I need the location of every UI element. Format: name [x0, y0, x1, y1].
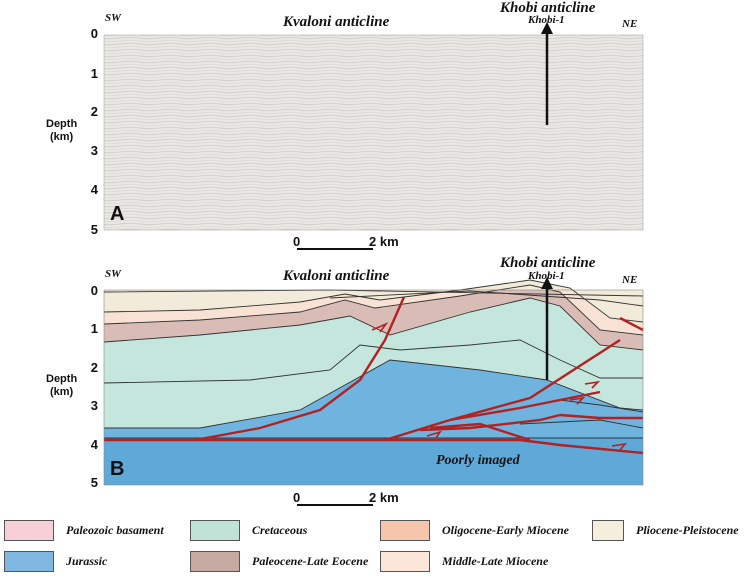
legend-label: Oligocene-Early Miocene [442, 523, 569, 537]
scale-end-b: 2 km [369, 490, 399, 505]
depth-tick-a: 0 [90, 26, 98, 41]
fault-ne-thrust [619, 316, 644, 332]
anticline-label-khobi-b: Khobi anticline [500, 255, 596, 271]
legend-label: Cretaceous [252, 523, 308, 537]
legend-item: Jurassic [4, 551, 107, 572]
panel-letter-a: A [110, 203, 125, 225]
depth-tick-a: 3 [90, 143, 98, 158]
legend-swatch [592, 520, 624, 541]
legend-item: Cretaceous [190, 520, 307, 541]
direction-sw-b: SW [105, 268, 121, 280]
legend-swatch [190, 520, 240, 541]
fault-khobi-1 [384, 338, 621, 442]
depth-tick-b: 4 [90, 437, 98, 452]
legend-label: Paleozoic basament [66, 523, 164, 537]
depth-axis-label-a: Depth (km) [46, 118, 78, 143]
poorly-imaged-label: Poorly imaged [436, 453, 520, 468]
legend-swatch [190, 551, 240, 572]
depth-tick-b: 3 [90, 398, 98, 413]
well-label-a: Khobi-1 [528, 14, 565, 26]
fault-khobi-4 [429, 422, 531, 442]
legend-item: Paleocene-Late Eocene [190, 551, 368, 572]
depth-tick-b: 1 [90, 321, 98, 336]
anticline-label-kvaloni-b: Kvaloni anticline [283, 268, 390, 284]
legend-label: Jurassic [66, 554, 108, 568]
legend-swatch [4, 520, 54, 541]
legend-swatch [380, 551, 430, 572]
fault-kvaloni [194, 296, 406, 442]
seismic-image [103, 34, 644, 231]
depth-axis-label-b: Depth (km) [46, 373, 78, 398]
well-label-b: Khobi-1 [528, 270, 565, 282]
depth-tick-b: 5 [90, 475, 98, 490]
depth-tick-b: 2 [90, 360, 98, 375]
fault-khobi-3 [419, 413, 561, 432]
paleocene-unit [104, 285, 643, 350]
legend-swatch [380, 520, 430, 541]
depth-tick-a: 1 [90, 66, 98, 81]
detachment-fault [104, 438, 644, 455]
direction-ne-a: NE [622, 18, 638, 30]
cretaceous-unit [104, 298, 643, 428]
scale-start-a: 0 [293, 234, 301, 249]
well-arrowhead-b [541, 277, 553, 289]
fault-khobi-2 [449, 390, 601, 422]
legend-item: Pliocene-Pleistocene [592, 520, 739, 541]
legend-item: Paleozoic basament [4, 520, 164, 541]
depth-tick-b: 0 [90, 283, 98, 298]
scale-start-b: 0 [293, 490, 301, 505]
legend-label: Paleocene-Late Eocene [252, 554, 369, 568]
legend-item: Middle-Late Miocene [380, 551, 548, 572]
depth-tick-a: 2 [90, 104, 98, 119]
legend-swatch [4, 551, 54, 572]
anticline-label-khobi-a: Khobi anticline [500, 0, 596, 16]
direction-ne-b: NE [622, 274, 638, 286]
legend-label: Middle-Late Miocene [442, 554, 549, 568]
depth-tick-a: 5 [90, 222, 98, 237]
scale-end-a: 2 km [369, 234, 399, 249]
jurassic-lower-band [104, 438, 643, 485]
well-arrowhead-a [541, 22, 553, 34]
direction-sw-a: SW [105, 12, 121, 24]
panel-letter-b: B [110, 458, 125, 480]
geologic-section-b [103, 279, 644, 486]
depth-tick-a: 4 [90, 182, 98, 197]
legend-label: Pliocene-Pleistocene [636, 523, 739, 537]
anticline-label-kvaloni-a: Kvaloni anticline [283, 14, 390, 30]
legend-item: Oligocene-Early Miocene [380, 520, 569, 541]
